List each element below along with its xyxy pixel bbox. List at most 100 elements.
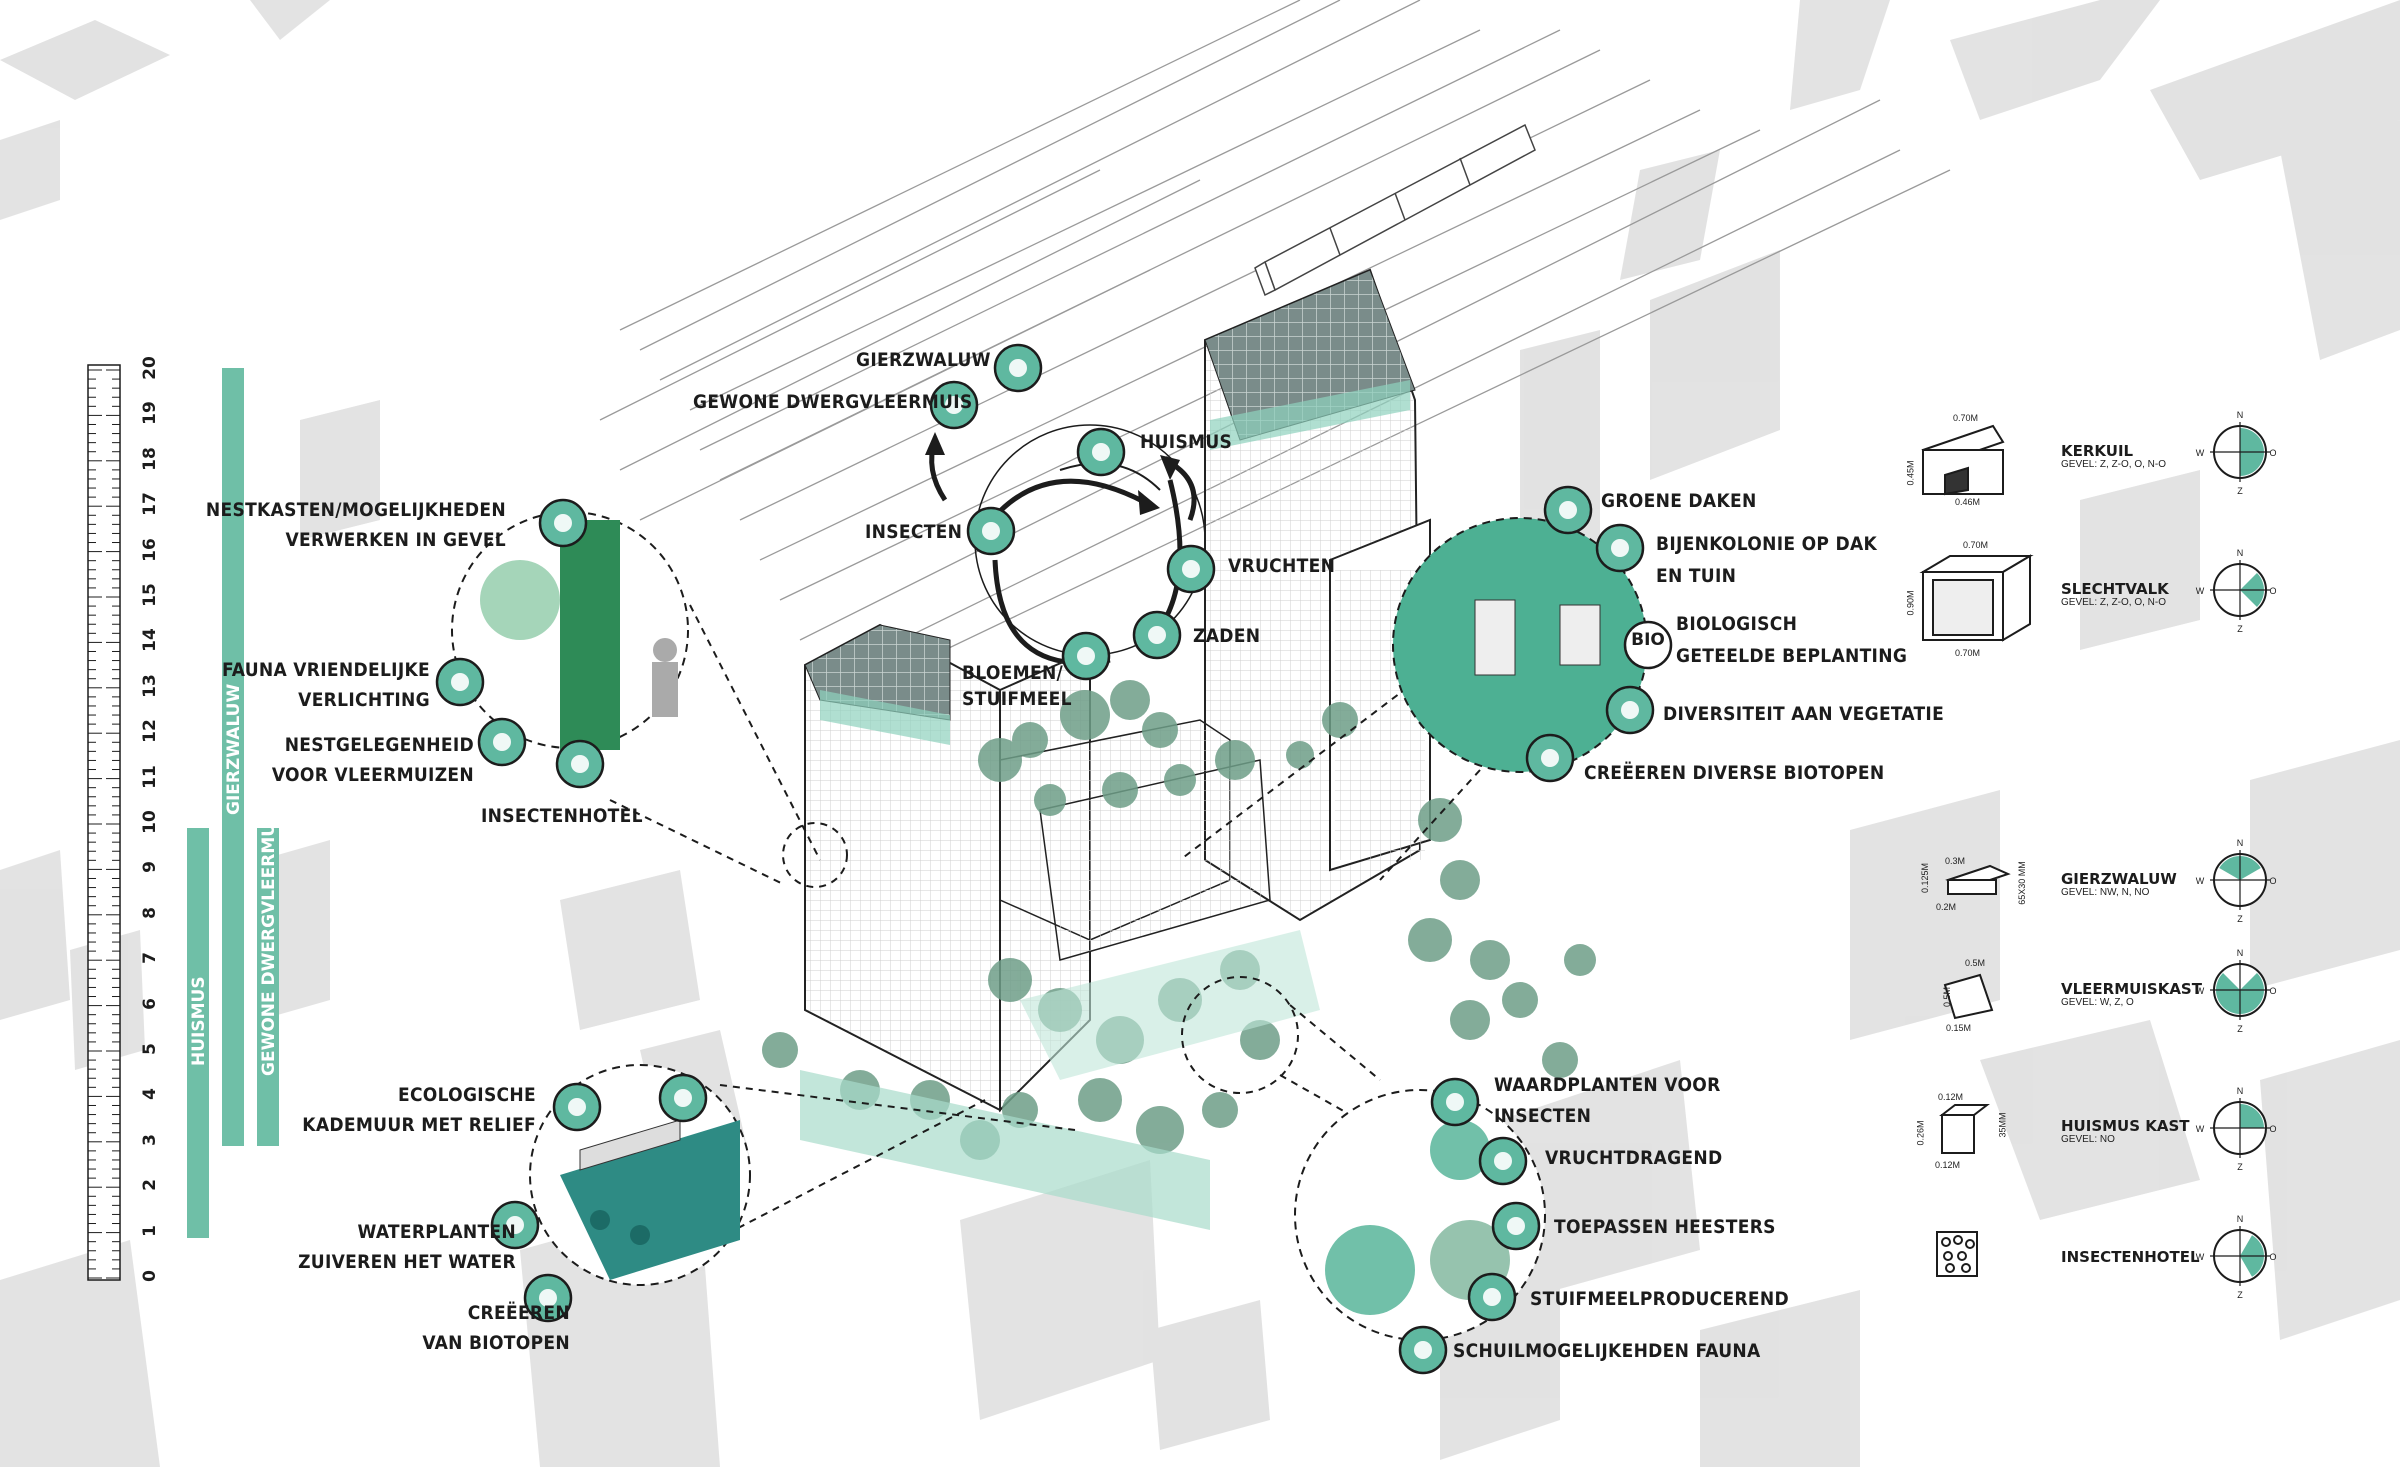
water-drop-icon <box>658 1073 708 1123</box>
bio-icon <box>1623 620 1673 670</box>
dim-slechtvalk-d: 0.70M <box>1955 648 1981 658</box>
shapes-icon <box>1605 685 1655 735</box>
water-plant-icon <box>490 1200 540 1250</box>
dim-gierzwaluw-w: 0.3M <box>1945 856 1966 866</box>
compass-letter: W <box>2196 876 2205 886</box>
compass-letter: W <box>2196 448 2205 458</box>
bat-icon-2 <box>477 717 527 767</box>
vleermuis-box-icon <box>1943 973 1994 1020</box>
ruler-tick-label: 8 <box>140 906 160 919</box>
key-title-slechtvalk: SLECHTVALK <box>2061 580 2169 598</box>
bar-gierzwaluw <box>222 368 244 1146</box>
label-schuil: SCHUILMOGELIJKEHDEN FAUNA <box>1453 1340 1761 1362</box>
label-diversiteit: DIVERSITEIT AAN VEGETATIE <box>1663 703 1945 725</box>
compass-letter: O <box>2269 1252 2276 1262</box>
bubble-roof <box>1392 517 1648 773</box>
dim-huismus-d: 0.12M <box>1935 1160 1961 1170</box>
label-zaden: ZADEN <box>1193 625 1261 647</box>
dim-vleermuis-w: 0.5M <box>1942 986 1953 1008</box>
compass-letter: Z <box>2237 1290 2243 1300</box>
label-dwergvleermuis: GEWONE DWERGVLEERMUIS <box>693 391 973 413</box>
key-sub-slechtvalk: GEVEL: Z, Z-O, O, N-O <box>2061 597 2167 608</box>
dim-gierzwaluw-d: 0.2M <box>1936 902 1957 912</box>
label-diverse-biotopen: CREËEREN DIVERSE BIOTOPEN <box>1584 762 1885 784</box>
tram <box>1254 123 1536 297</box>
compass-letter: N <box>2237 1214 2244 1224</box>
dim-vleermuis-h: 0.5M <box>1965 958 1986 968</box>
ruler-tick-label: 7 <box>140 952 160 965</box>
label-biologisch: BIOLOGISCH GETEELDE BEPLANTING <box>1676 613 1908 667</box>
gierzwaluw-box-icon <box>1945 864 2011 895</box>
ruler-tick-label: 15 <box>140 583 160 607</box>
dim-huismus-w: 0.12M <box>1938 1092 1964 1102</box>
key-title-gierzwaluw: GIERZWALUW <box>2061 870 2177 888</box>
insect-hotel-icon <box>555 739 605 789</box>
ruler-tick-label: 19 <box>140 401 160 426</box>
compass-letter: Z <box>2237 914 2243 924</box>
fish-icon <box>523 1273 573 1323</box>
leader-lines <box>609 604 1481 1241</box>
label-nestkasten: NESTKASTEN/MOGELIJKHEDEN VERWERKEN IN GE… <box>205 499 506 551</box>
compass-letter: W <box>2196 1124 2205 1134</box>
tree-icon <box>1543 485 1593 535</box>
bee-icon <box>1595 523 1645 573</box>
shelter-icon <box>1398 1325 1448 1375</box>
height-ruler <box>87 364 121 1281</box>
nestbox-icon <box>538 498 588 548</box>
ruler-tick-label: 5 <box>140 1043 160 1055</box>
ruler-tick-label: 17 <box>140 492 160 517</box>
fruit-icon <box>1166 544 1216 594</box>
dim-slechtvalk-h: 0.90M <box>1905 590 1916 616</box>
compass-letter: W <box>2196 1252 2205 1262</box>
label-bijenkolonie: BIJENKOLONIE OP DAK EN TUIN <box>1656 533 1878 587</box>
bat-icon <box>929 380 979 430</box>
label-vruchten: VRUCHTEN <box>1228 555 1336 577</box>
bar-label-dwergvleermuis: GEWONE DWERGVLEERMUIS <box>259 804 279 1076</box>
bird-icon <box>1525 733 1575 783</box>
butterfly-icon <box>1430 1077 1480 1127</box>
ruler-tick-label: 20 <box>140 356 160 380</box>
compass-letter: Z <box>2237 624 2243 634</box>
label-kademuur: ECOLOGISCHE KADEMUUR MET RELIEF <box>302 1084 536 1136</box>
compass-letter: O <box>2269 586 2276 596</box>
compass-letter: W <box>2196 986 2205 996</box>
label-insecten: INSECTEN <box>865 521 963 543</box>
compass-letter: Z <box>2237 1162 2243 1172</box>
key-title-kerkuil: KERKUIL <box>2061 442 2134 460</box>
ruler-tick-label: 4 <box>140 1088 160 1101</box>
key-title-huismus: HUISMUS KAST <box>2061 1117 2190 1135</box>
ruler-tick-label: 2 <box>140 1179 160 1192</box>
dim-gierzwaluw-mm: 65X30 MM <box>2016 861 2027 905</box>
compass-letter: Z <box>2237 486 2243 496</box>
label-gierzwaluw: GIERZWALUW <box>856 349 991 371</box>
slechtvalk-box-icon <box>1919 554 2034 642</box>
dim-slechtvalk-w: 0.70M <box>1963 540 1989 550</box>
ruler-tick-label: 6 <box>140 997 160 1010</box>
key-sub-kerkuil: GEVEL: Z, Z-O, O, N-O <box>2061 459 2167 470</box>
label-fauna-verlichting: FAUNA VRIENDELIJKE VERLICHTING <box>221 659 430 711</box>
compass-letter: N <box>2237 948 2244 958</box>
dim-kerkuil-h: 0.45M <box>1905 460 1916 486</box>
kerkuil-box-icon <box>1921 424 2005 496</box>
compass-letter: N <box>2237 410 2244 420</box>
dim-huismus-mm: 35MM <box>1997 1112 2008 1138</box>
flower-icon <box>1061 631 1111 681</box>
seeds-icon <box>1132 610 1182 660</box>
label-heesters: TOEPASSEN HEESTERS <box>1554 1216 1776 1238</box>
lightbulb-icon <box>435 657 485 707</box>
ruler-tick-label: 16 <box>140 537 160 562</box>
shrub-icon <box>1491 1201 1541 1251</box>
icon-layer <box>435 343 1673 1375</box>
label-waterplanten: WATERPLANTEN ZUIVEREN HET WATER <box>298 1221 516 1273</box>
ruler-tick-label: 14 <box>140 628 160 653</box>
label-stuifmeel: STUIFMEELPRODUCEREND <box>1530 1288 1790 1310</box>
key-sub-vleermuiskast: GEVEL: W, Z, O <box>2061 997 2134 1008</box>
insect-icon <box>966 506 1016 556</box>
compass-icon: N Z W O <box>2196 1214 2277 1300</box>
ruler-tick-label: 12 <box>140 719 160 744</box>
